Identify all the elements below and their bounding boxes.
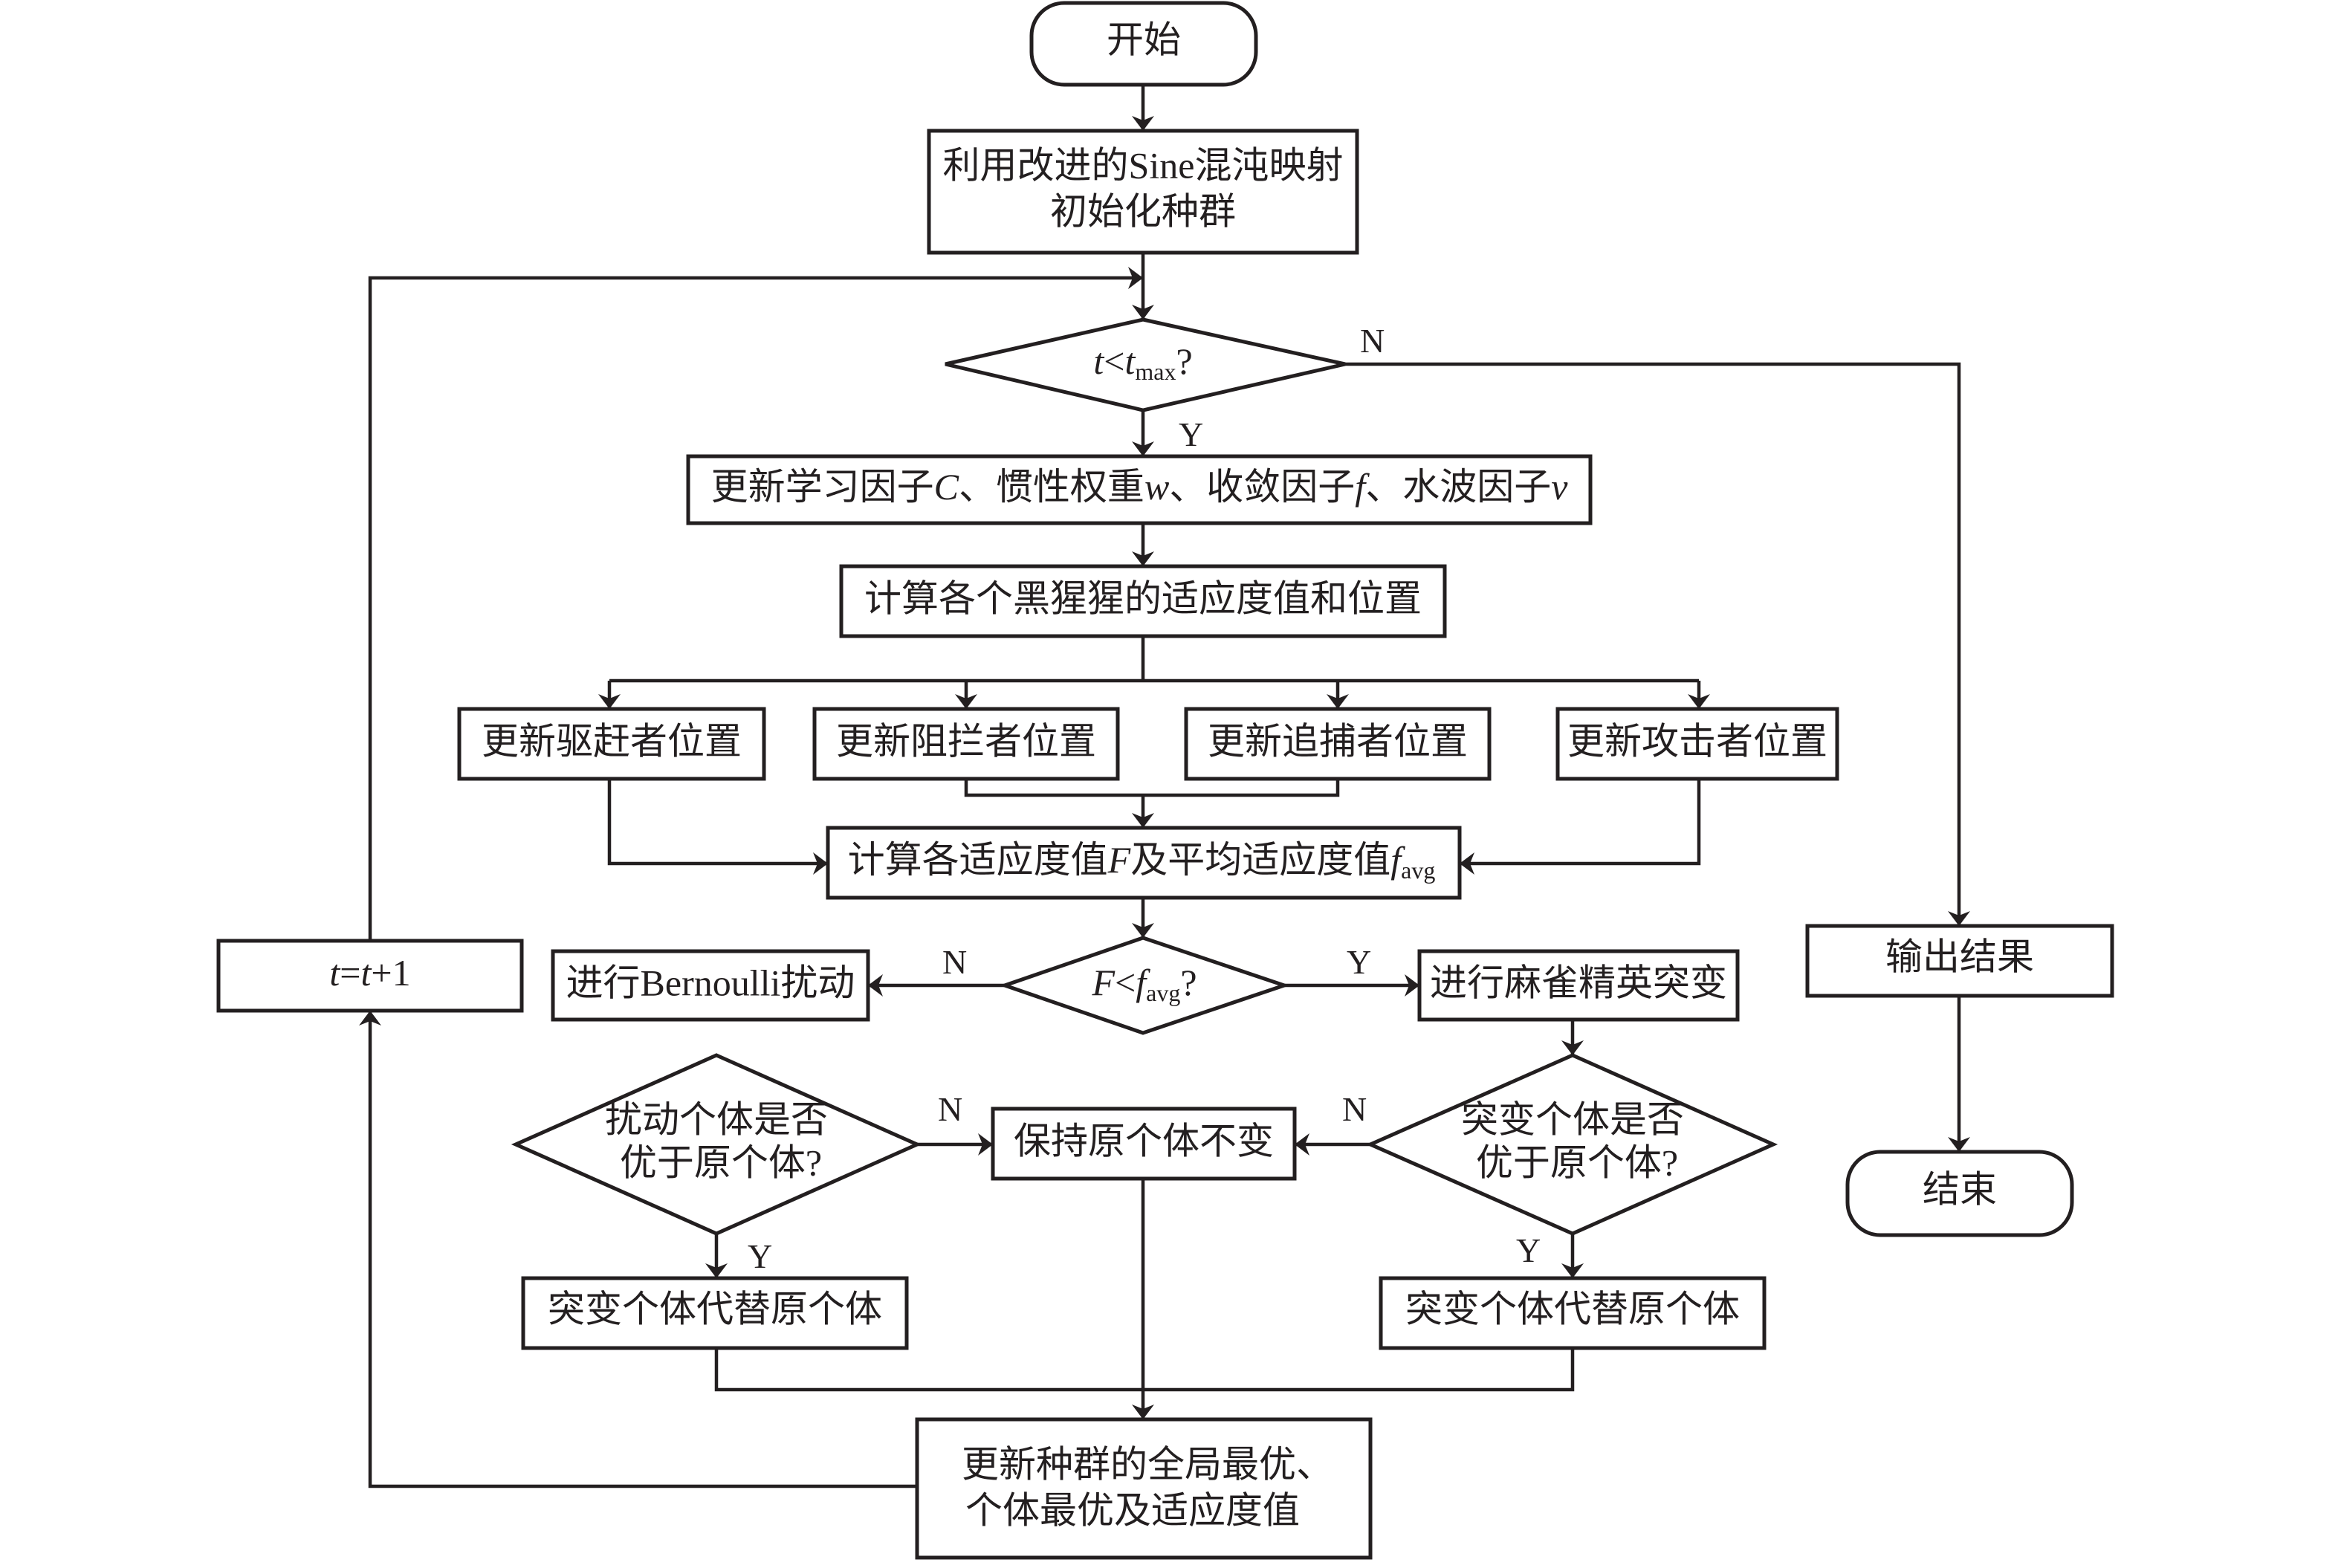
edge-attacker-calc-fit [1460,779,1701,875]
replace-left-label: 突变个体代替原个体 [548,1288,882,1329]
driver-node: 更新驱赶者位置 [457,707,766,781]
cond-mutate-label-line1: 突变个体是否 [1461,1098,1684,1140]
cond-mutate-node: 突变个体是否 优于原个体? [1365,1053,1778,1236]
update-factors-label: 更新学习因子C、惯性权重w、收敛因子f、水波因子v [711,466,1569,508]
chaser-node: 更新追捕者位置 [1184,707,1492,781]
cond-perturb-label-line1: 扰动个体是否 [605,1098,828,1140]
init-label-line2: 初始化种群 [1050,190,1236,232]
cond-t-label: t<tmax? [1093,340,1192,385]
replace-left-node: 突变个体代替原个体 [521,1276,909,1350]
end-label: 结束 [1923,1168,1997,1210]
mutate-yes-label: Y [1516,1231,1541,1269]
cond-perturb-label-line2: 优于原个体? [620,1141,822,1183]
increment-node: t=t+1 [216,939,524,1013]
replace-right-label: 突变个体代替原个体 [1405,1288,1740,1329]
increment-label: t=t+1 [329,952,410,994]
cond-perturb-node: 扰动个体是否 优于原个体? [511,1053,922,1236]
cond-t-yes-label: Y [1179,415,1203,453]
calc-chimp-node: 计算各个黑猩猩的适应度值和位置 [839,564,1447,638]
edge-loop-back-entry [368,267,1143,941]
update-best-label-line2: 个体最优及适应度值 [965,1489,1300,1531]
bernoulli-node: 进行Bernoulli扰动 [551,949,870,1022]
driver-label: 更新驱赶者位置 [482,720,742,762]
end-node: 结束 [1845,1150,2074,1237]
barrier-label: 更新阻拦者位置 [836,720,1096,762]
update-factors-node: 更新学习因子C、惯性权重w、收敛因子f、水波因子v [686,454,1593,525]
replace-right-node: 突变个体代替原个体 [1379,1276,1767,1350]
start-node: 开始 [1029,1,1258,87]
output-label: 输出结果 [1885,936,2034,977]
edge-barrier-merge [964,779,1340,797]
perturb-no-label: N [938,1090,962,1128]
attacker-node: 更新攻击者位置 [1555,707,1839,781]
mutate-no-label: N [1342,1090,1367,1128]
output-node: 输出结果 [1805,924,2114,998]
cond-f-yes-label: Y [1347,943,1371,981]
calc-chimp-label: 计算各个黑猩猩的适应度值和位置 [864,577,1422,619]
cond-t-no-label: N [1360,322,1385,360]
init-node: 利用改进的Sine混沌映射 初始化种群 [927,129,1359,255]
edge-labels: N Y N Y N Y N Y [748,322,1541,1275]
cond-f-no-label: N [942,943,967,981]
cond-mutate-label-line2: 优于原个体? [1476,1141,1678,1183]
cond-t-node: t<tmax? [945,317,1346,412]
keep-node: 保持原个体不变 [991,1107,1297,1181]
edge-cond-t-no [1345,362,1970,926]
attacker-label: 更新攻击者位置 [1567,720,1827,762]
start-label: 开始 [1107,19,1181,60]
init-label-line1: 利用改进的Sine混沌映射 [943,144,1344,186]
edge-driver-calc-fit [607,779,828,875]
perturb-yes-label: Y [748,1237,772,1275]
cond-f-label: F<favg? [1091,962,1197,1006]
sparrow-label: 进行麻雀精英突变 [1430,962,1727,1003]
cond-f-node: F<favg? [999,936,1290,1035]
barrier-node: 更新阻拦者位置 [812,707,1120,781]
sparrow-node: 进行麻雀精英突变 [1417,949,1740,1022]
update-best-node: 更新种群的全局最优、 个体最优及适应度值 [915,1417,1373,1560]
edges [359,85,1970,1488]
calc-fit-node: 计算各适应度值F及平均适应度值favg [826,826,1462,900]
keep-label: 保持原个体不变 [1014,1120,1274,1162]
calc-fit-label: 计算各适应度值F及平均适应度值favg [848,839,1436,884]
chaser-label: 更新追捕者位置 [1208,720,1468,762]
bernoulli-label: 进行Bernoulli扰动 [566,962,855,1003]
update-best-label-line1: 更新种群的全局最优、 [962,1443,1333,1485]
edge-update-best-loop [359,1011,917,1488]
